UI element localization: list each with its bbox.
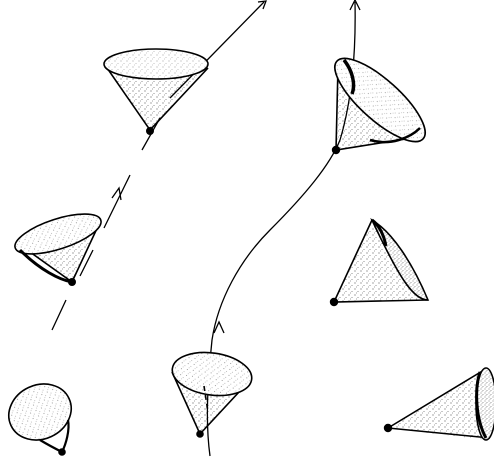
cone-apex <box>331 145 341 155</box>
cone-bottom-center <box>171 351 253 438</box>
cone-bottom-left <box>8 383 72 456</box>
cone-top-right <box>331 57 426 155</box>
arrow-head-icon <box>213 320 225 334</box>
cone-mid-right <box>329 217 430 307</box>
cone-apex <box>58 448 66 456</box>
cone-apex <box>68 277 77 286</box>
worldline-left <box>51 0 267 331</box>
arrow-head-icon <box>257 0 267 10</box>
cone-apex <box>383 423 393 433</box>
cone-apex <box>196 430 204 438</box>
cone-apex <box>146 127 155 136</box>
cone-mid-left <box>14 213 102 286</box>
arrow-head-icon <box>349 0 361 11</box>
cone-apex <box>329 297 339 307</box>
cone-top-left <box>103 48 209 136</box>
arrow-head-icon <box>111 186 122 201</box>
cone-bottom-right <box>383 367 494 441</box>
